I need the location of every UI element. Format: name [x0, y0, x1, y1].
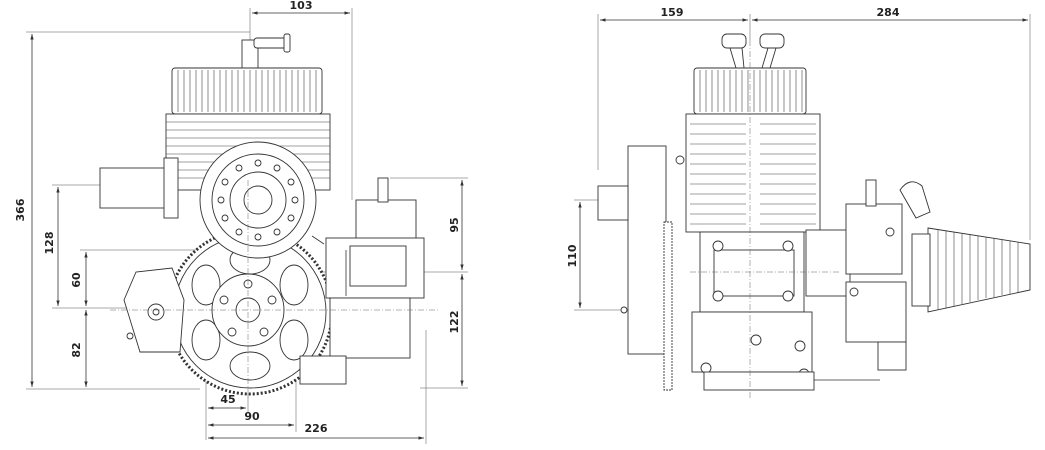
- dim-label-bottom-2: 90: [244, 410, 260, 423]
- dim-top-103: 103: [249, 0, 353, 200]
- side-cylinder-body: [685, 113, 821, 233]
- dim-top-284: 284: [752, 6, 1031, 240]
- dim-bottom-226: 226: [208, 330, 427, 444]
- dim-left-110: 110: [566, 199, 640, 311]
- side-cover-plate: [597, 145, 685, 391]
- dim-height-366: 366: [14, 31, 250, 390]
- dim-right-122: 122: [420, 274, 468, 389]
- side-view: 159 284 110: [566, 6, 1031, 400]
- dim-label-left-lower: 82: [70, 342, 83, 357]
- side-carburetor: [805, 179, 931, 371]
- dim-label-side-top-left: 159: [661, 6, 684, 19]
- side-air-filter: [911, 227, 1031, 313]
- cylinder-head: [171, 67, 323, 115]
- dim-label-bottom-1: 45: [220, 393, 235, 406]
- dim-label-right-upper: 95: [448, 217, 461, 232]
- dim-label-left-upper: 128: [43, 232, 56, 255]
- dim-label-top: 103: [290, 0, 313, 12]
- dim-label-bottom-3: 226: [305, 422, 328, 435]
- spark-plug-cap: [241, 33, 291, 69]
- dim-top-159: 159: [597, 6, 751, 170]
- carburetor-assembly: [299, 177, 425, 385]
- side-cylinder-head: [693, 67, 807, 115]
- dim-label-side-left: 110: [566, 244, 579, 267]
- dim-label-height: 366: [14, 198, 27, 221]
- front-view: 103 366 128 60 82: [14, 0, 468, 444]
- dim-label-side-top-right: 284: [877, 6, 900, 19]
- dim-left-60: 60: [70, 249, 215, 306]
- dim-label-right-lower: 122: [448, 311, 461, 334]
- dim-label-left-mid: 60: [70, 272, 83, 288]
- side-spark-plug-caps: [721, 33, 785, 69]
- dim-left-82: 82: [70, 310, 88, 387]
- upper-pulley: [199, 141, 317, 259]
- exhaust-port: [99, 157, 179, 219]
